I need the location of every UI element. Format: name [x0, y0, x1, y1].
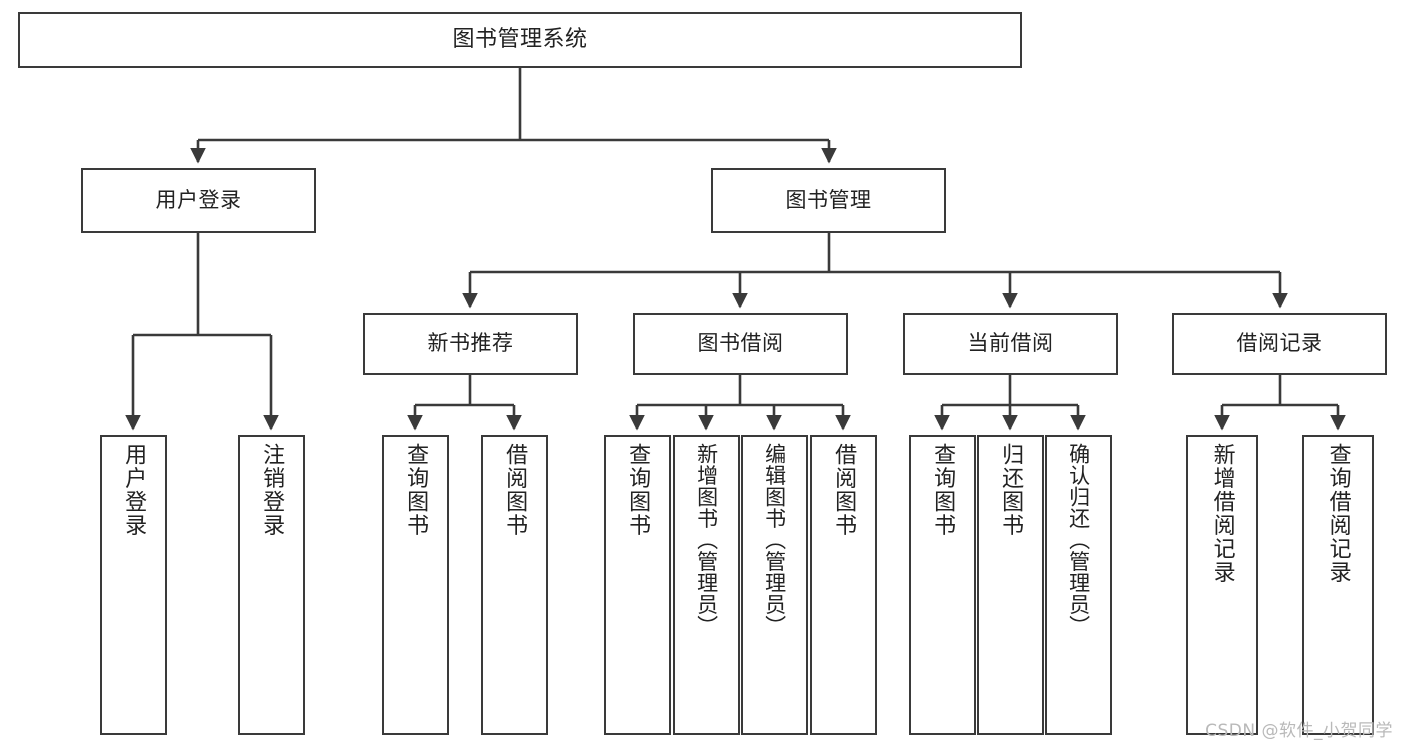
- node-label: 确认归还（管理员）: [1066, 443, 1091, 637]
- leaf-new-book-query[interactable]: 查询图书: [382, 435, 449, 735]
- node-label: 借阅记录: [1236, 331, 1323, 356]
- node-borrow-record[interactable]: 借阅记录: [1172, 313, 1387, 375]
- node-label: 查询借阅记录: [1325, 443, 1351, 584]
- leaf-borrow-record-add[interactable]: 新增借阅记录: [1186, 435, 1258, 735]
- leaf-user-login-logout[interactable]: 注销登录: [238, 435, 305, 735]
- node-label: 查询图书: [403, 443, 429, 537]
- leaf-user-login-login[interactable]: 用户登录: [100, 435, 167, 735]
- node-book-borrow[interactable]: 图书借阅: [633, 313, 848, 375]
- csdn-watermark: CSDN @软件_小贺同学: [1205, 721, 1393, 741]
- node-label: 借阅图书: [502, 443, 528, 537]
- node-label: 新增借阅记录: [1209, 443, 1235, 584]
- node-label: 查询图书: [625, 443, 651, 537]
- leaf-current-borrow-return[interactable]: 归还图书: [977, 435, 1044, 735]
- node-label: 当前借阅: [967, 331, 1054, 356]
- node-user-login[interactable]: 用户登录: [81, 168, 316, 233]
- node-label: 新书推荐: [427, 331, 514, 356]
- node-current-borrow[interactable]: 当前借阅: [903, 313, 1118, 375]
- node-label: 用户登录: [121, 443, 147, 537]
- leaf-book-borrow-query[interactable]: 查询图书: [604, 435, 671, 735]
- leaf-current-borrow-query[interactable]: 查询图书: [909, 435, 976, 735]
- node-label: 编辑图书（管理员）: [762, 443, 787, 637]
- node-label: 注销登录: [259, 443, 285, 537]
- node-label: 借阅图书: [831, 443, 857, 537]
- node-book-management[interactable]: 图书管理: [711, 168, 946, 233]
- node-label: 查询图书: [930, 443, 956, 537]
- node-label: 新增图书（管理员）: [694, 443, 719, 637]
- node-book-management-system[interactable]: 图书管理系统: [18, 12, 1022, 68]
- node-label: 归还图书: [998, 443, 1024, 537]
- node-label: 图书管理: [785, 187, 872, 212]
- node-label: 用户登录: [155, 187, 242, 212]
- node-label: 图书管理系统: [452, 26, 588, 52]
- node-new-book-recommend[interactable]: 新书推荐: [363, 313, 578, 375]
- leaf-book-borrow-add[interactable]: 新增图书（管理员）: [673, 435, 740, 735]
- leaf-current-borrow-confirm-return[interactable]: 确认归还（管理员）: [1045, 435, 1112, 735]
- leaf-book-borrow-borrow[interactable]: 借阅图书: [810, 435, 877, 735]
- leaf-book-borrow-edit[interactable]: 编辑图书（管理员）: [741, 435, 808, 735]
- node-label: 图书借阅: [697, 331, 784, 356]
- leaf-borrow-record-query[interactable]: 查询借阅记录: [1302, 435, 1374, 735]
- leaf-new-book-borrow[interactable]: 借阅图书: [481, 435, 548, 735]
